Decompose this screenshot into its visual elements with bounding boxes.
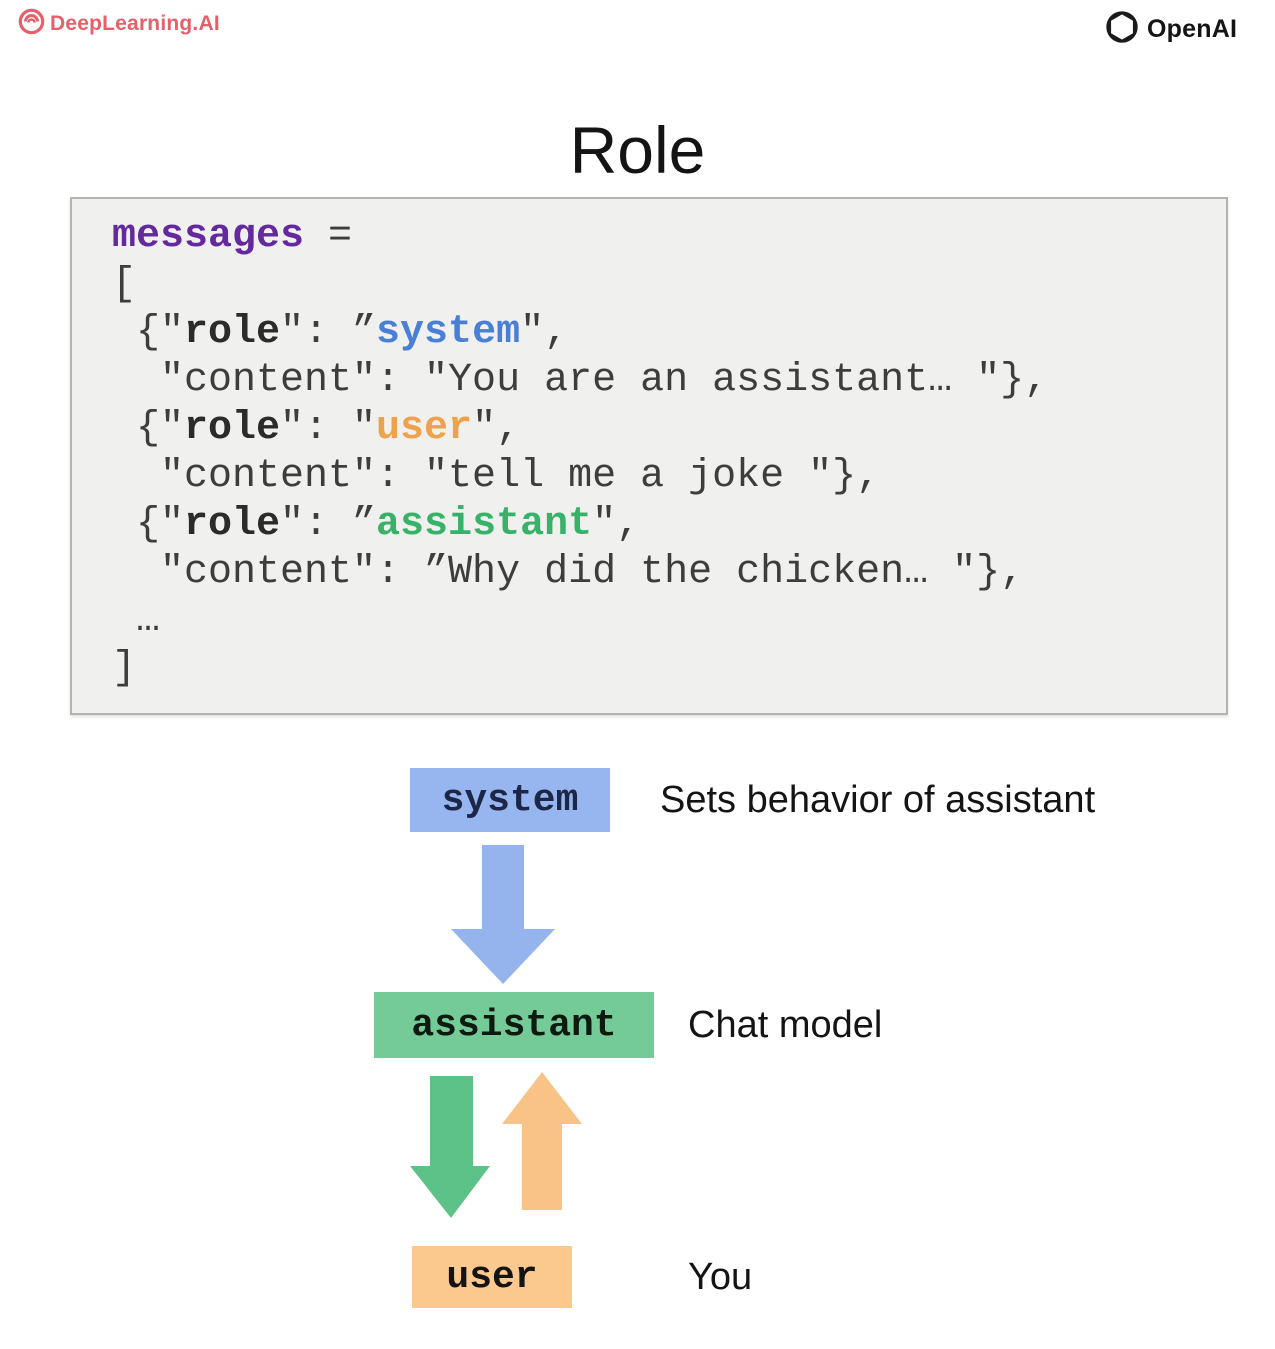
code-line-role-system: {"role": ”system", [112,310,569,355]
deeplearning-logo-icon [18,8,45,40]
user-description: You [688,1255,753,1298]
deeplearning-logo-text: DeepLearning.AI [50,12,220,35]
code-keyword-messages: messages [112,214,305,259]
code-line-ellipsis: … [112,598,161,643]
code-value-system: system [376,310,521,355]
user-box: user [412,1246,572,1308]
code-line-messages: messages = [112,214,353,259]
code-line-content-system: "content": "You are an assistant… "}, [112,358,1049,403]
code-key-role: role [184,406,281,451]
code-key-role: role [184,502,281,547]
assistant-box: assistant [374,992,654,1058]
code-line-role-user: {"role": "user", [112,406,521,451]
code-line-close-bracket: ] [112,646,137,691]
code-line-content-user: "content": "tell me a joke "}, [112,454,881,499]
openai-logo: OpenAI [1103,8,1237,51]
code-block: messages = [ {"role": ”system", "content… [70,197,1228,715]
openai-logo-icon [1103,8,1141,51]
code-value-user: user [376,406,473,451]
page-title: Role [569,113,706,187]
code-line-open-bracket: [ [112,262,137,307]
assistant-description: Chat model [688,1003,883,1046]
code-value-assistant: assistant [376,502,593,547]
arrow-down-green-icon [410,1076,490,1223]
code-line-content-assistant: "content": ”Why did the chicken… "}, [112,550,1025,595]
system-description: Sets behavior of assistant [660,778,1096,821]
system-box: system [410,768,610,832]
openai-logo-text: OpenAI [1147,15,1238,43]
deeplearning-logo: DeepLearning.AI [18,8,220,40]
code-line-role-assistant: {"role": ”assistant", [112,502,641,547]
arrow-down-blue-icon [451,845,555,989]
arrow-up-orange-icon [502,1072,582,1215]
code-key-role: role [184,310,281,355]
